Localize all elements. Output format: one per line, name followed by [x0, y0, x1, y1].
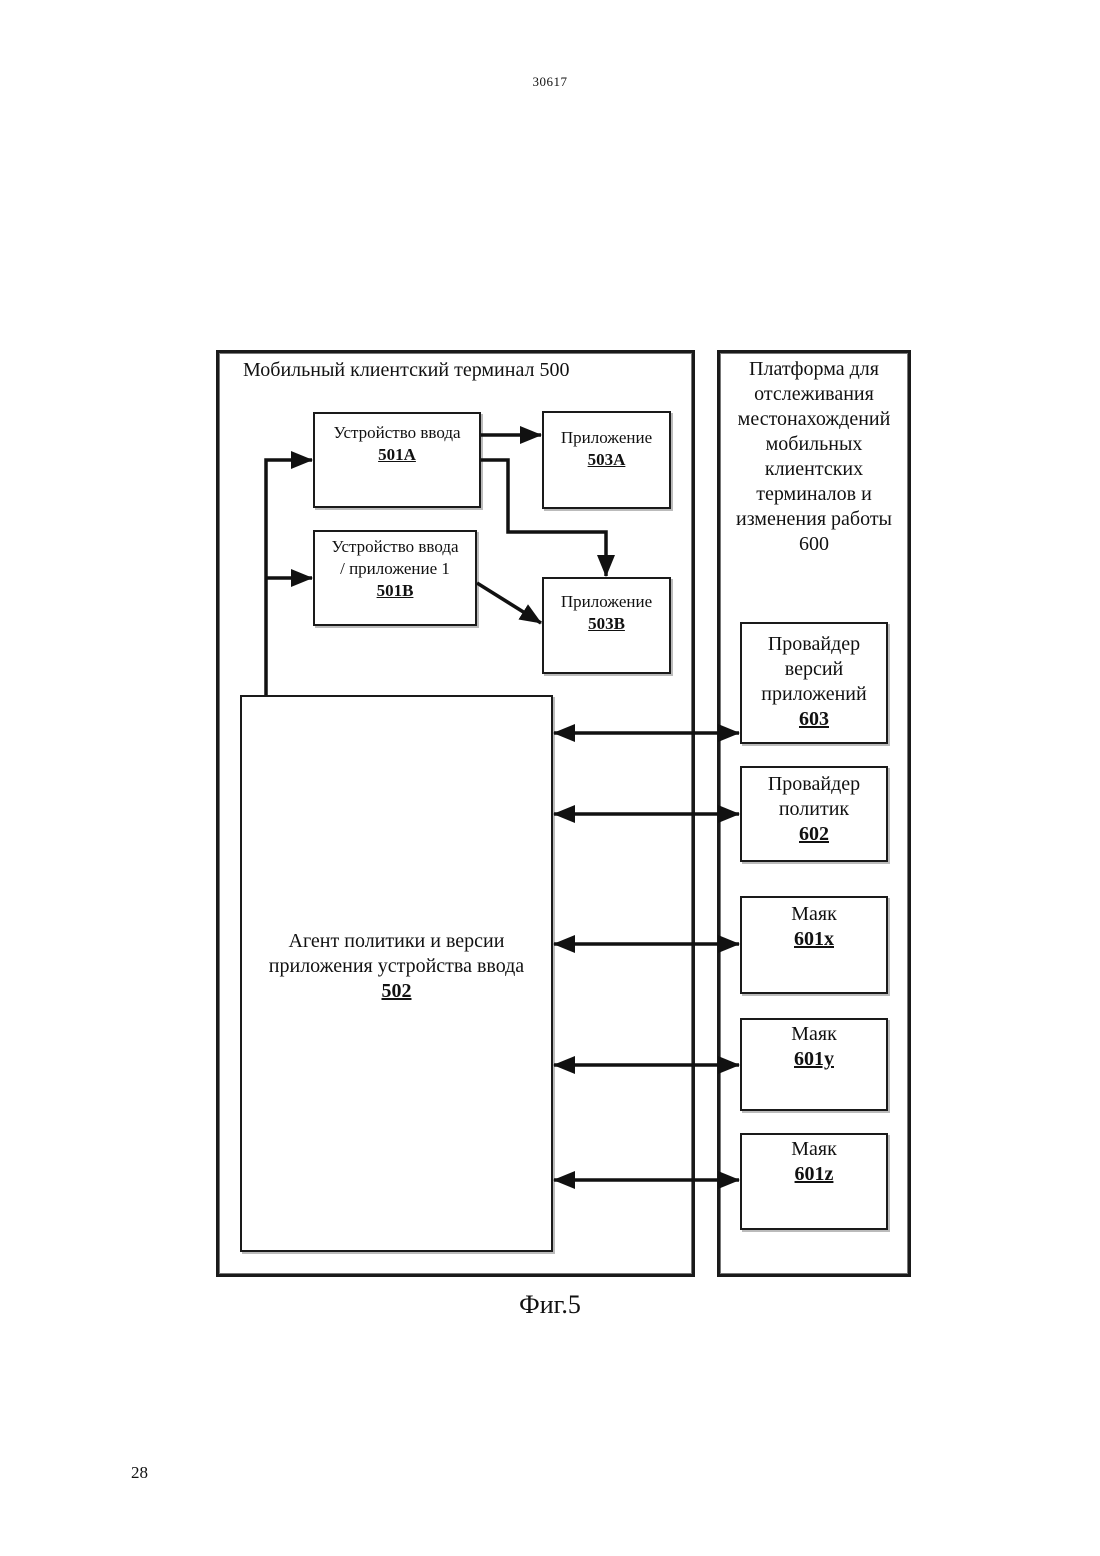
application-503a-label: Приложение: [561, 428, 652, 447]
version-provider-603-number: 603: [742, 707, 886, 732]
policy-provider-602-number: 602: [742, 822, 886, 847]
application-503b-label: Приложение: [561, 592, 652, 611]
page-number-top: 30617: [0, 74, 1100, 90]
platform-title-line: 600: [720, 532, 908, 557]
beacon-601x-label: Маяк: [742, 902, 886, 927]
input-device-501b-line1: Устройство ввода: [315, 536, 475, 558]
platform-title-line: клиентских: [720, 457, 908, 482]
version-provider-603-line: версий: [742, 657, 886, 682]
page-number-bottom: 28: [131, 1463, 148, 1483]
version-provider-603: Провайдер версий приложений 603: [740, 622, 888, 744]
beacon-601x-number: 601x: [742, 927, 886, 952]
input-device-501b-line2: / приложение 1: [315, 558, 475, 580]
platform-title-line: местонахождений: [720, 407, 908, 432]
platform-title-line: мобильных: [720, 432, 908, 457]
application-503b-number: 503B: [544, 613, 669, 635]
beacon-601y-number: 601y: [742, 1047, 886, 1072]
policy-provider-602-line: Провайдер: [742, 772, 886, 797]
beacon-601z-label: Маяк: [742, 1137, 886, 1162]
policy-agent-502: Агент политики и версии приложения устро…: [240, 695, 553, 1252]
application-503a: Приложение 503A: [542, 411, 671, 509]
policy-agent-502-line1: Агент политики и версии: [242, 929, 551, 954]
application-503a-number: 503A: [544, 449, 669, 471]
platform-title-line: отслеживания: [720, 382, 908, 407]
platform-title-line: изменения работы: [720, 507, 908, 532]
input-device-501a-label: Устройство ввода: [333, 423, 460, 442]
input-device-app-501b: Устройство ввода / приложение 1 501B: [313, 530, 477, 626]
beacon-601x: Маяк 601x: [740, 896, 888, 994]
input-device-501b-number: 501B: [315, 580, 475, 602]
policy-agent-502-number: 502: [242, 979, 551, 1004]
platform-title-line: терминалов и: [720, 482, 908, 507]
input-device-501a: Устройство ввода 501A: [313, 412, 481, 508]
input-device-501a-number: 501A: [315, 444, 479, 466]
mobile-terminal-title: Мобильный клиентский терминал 500: [243, 359, 569, 382]
beacon-601y: Маяк 601y: [740, 1018, 888, 1111]
policy-agent-502-line2: приложения устройства ввода: [242, 954, 551, 979]
policy-provider-602-line: политик: [742, 797, 886, 822]
platform-title: Платформа для отслеживания местонахожден…: [720, 357, 908, 557]
beacon-601y-label: Маяк: [742, 1022, 886, 1047]
version-provider-603-line: Провайдер: [742, 632, 886, 657]
beacon-601z-number: 601z: [742, 1162, 886, 1187]
policy-provider-602: Провайдер политик 602: [740, 766, 888, 862]
figure-caption: Фиг.5: [0, 1290, 1100, 1320]
platform-title-line: Платформа для: [720, 357, 908, 382]
beacon-601z: Маяк 601z: [740, 1133, 888, 1230]
version-provider-603-line: приложений: [742, 682, 886, 707]
application-503b: Приложение 503B: [542, 577, 671, 674]
